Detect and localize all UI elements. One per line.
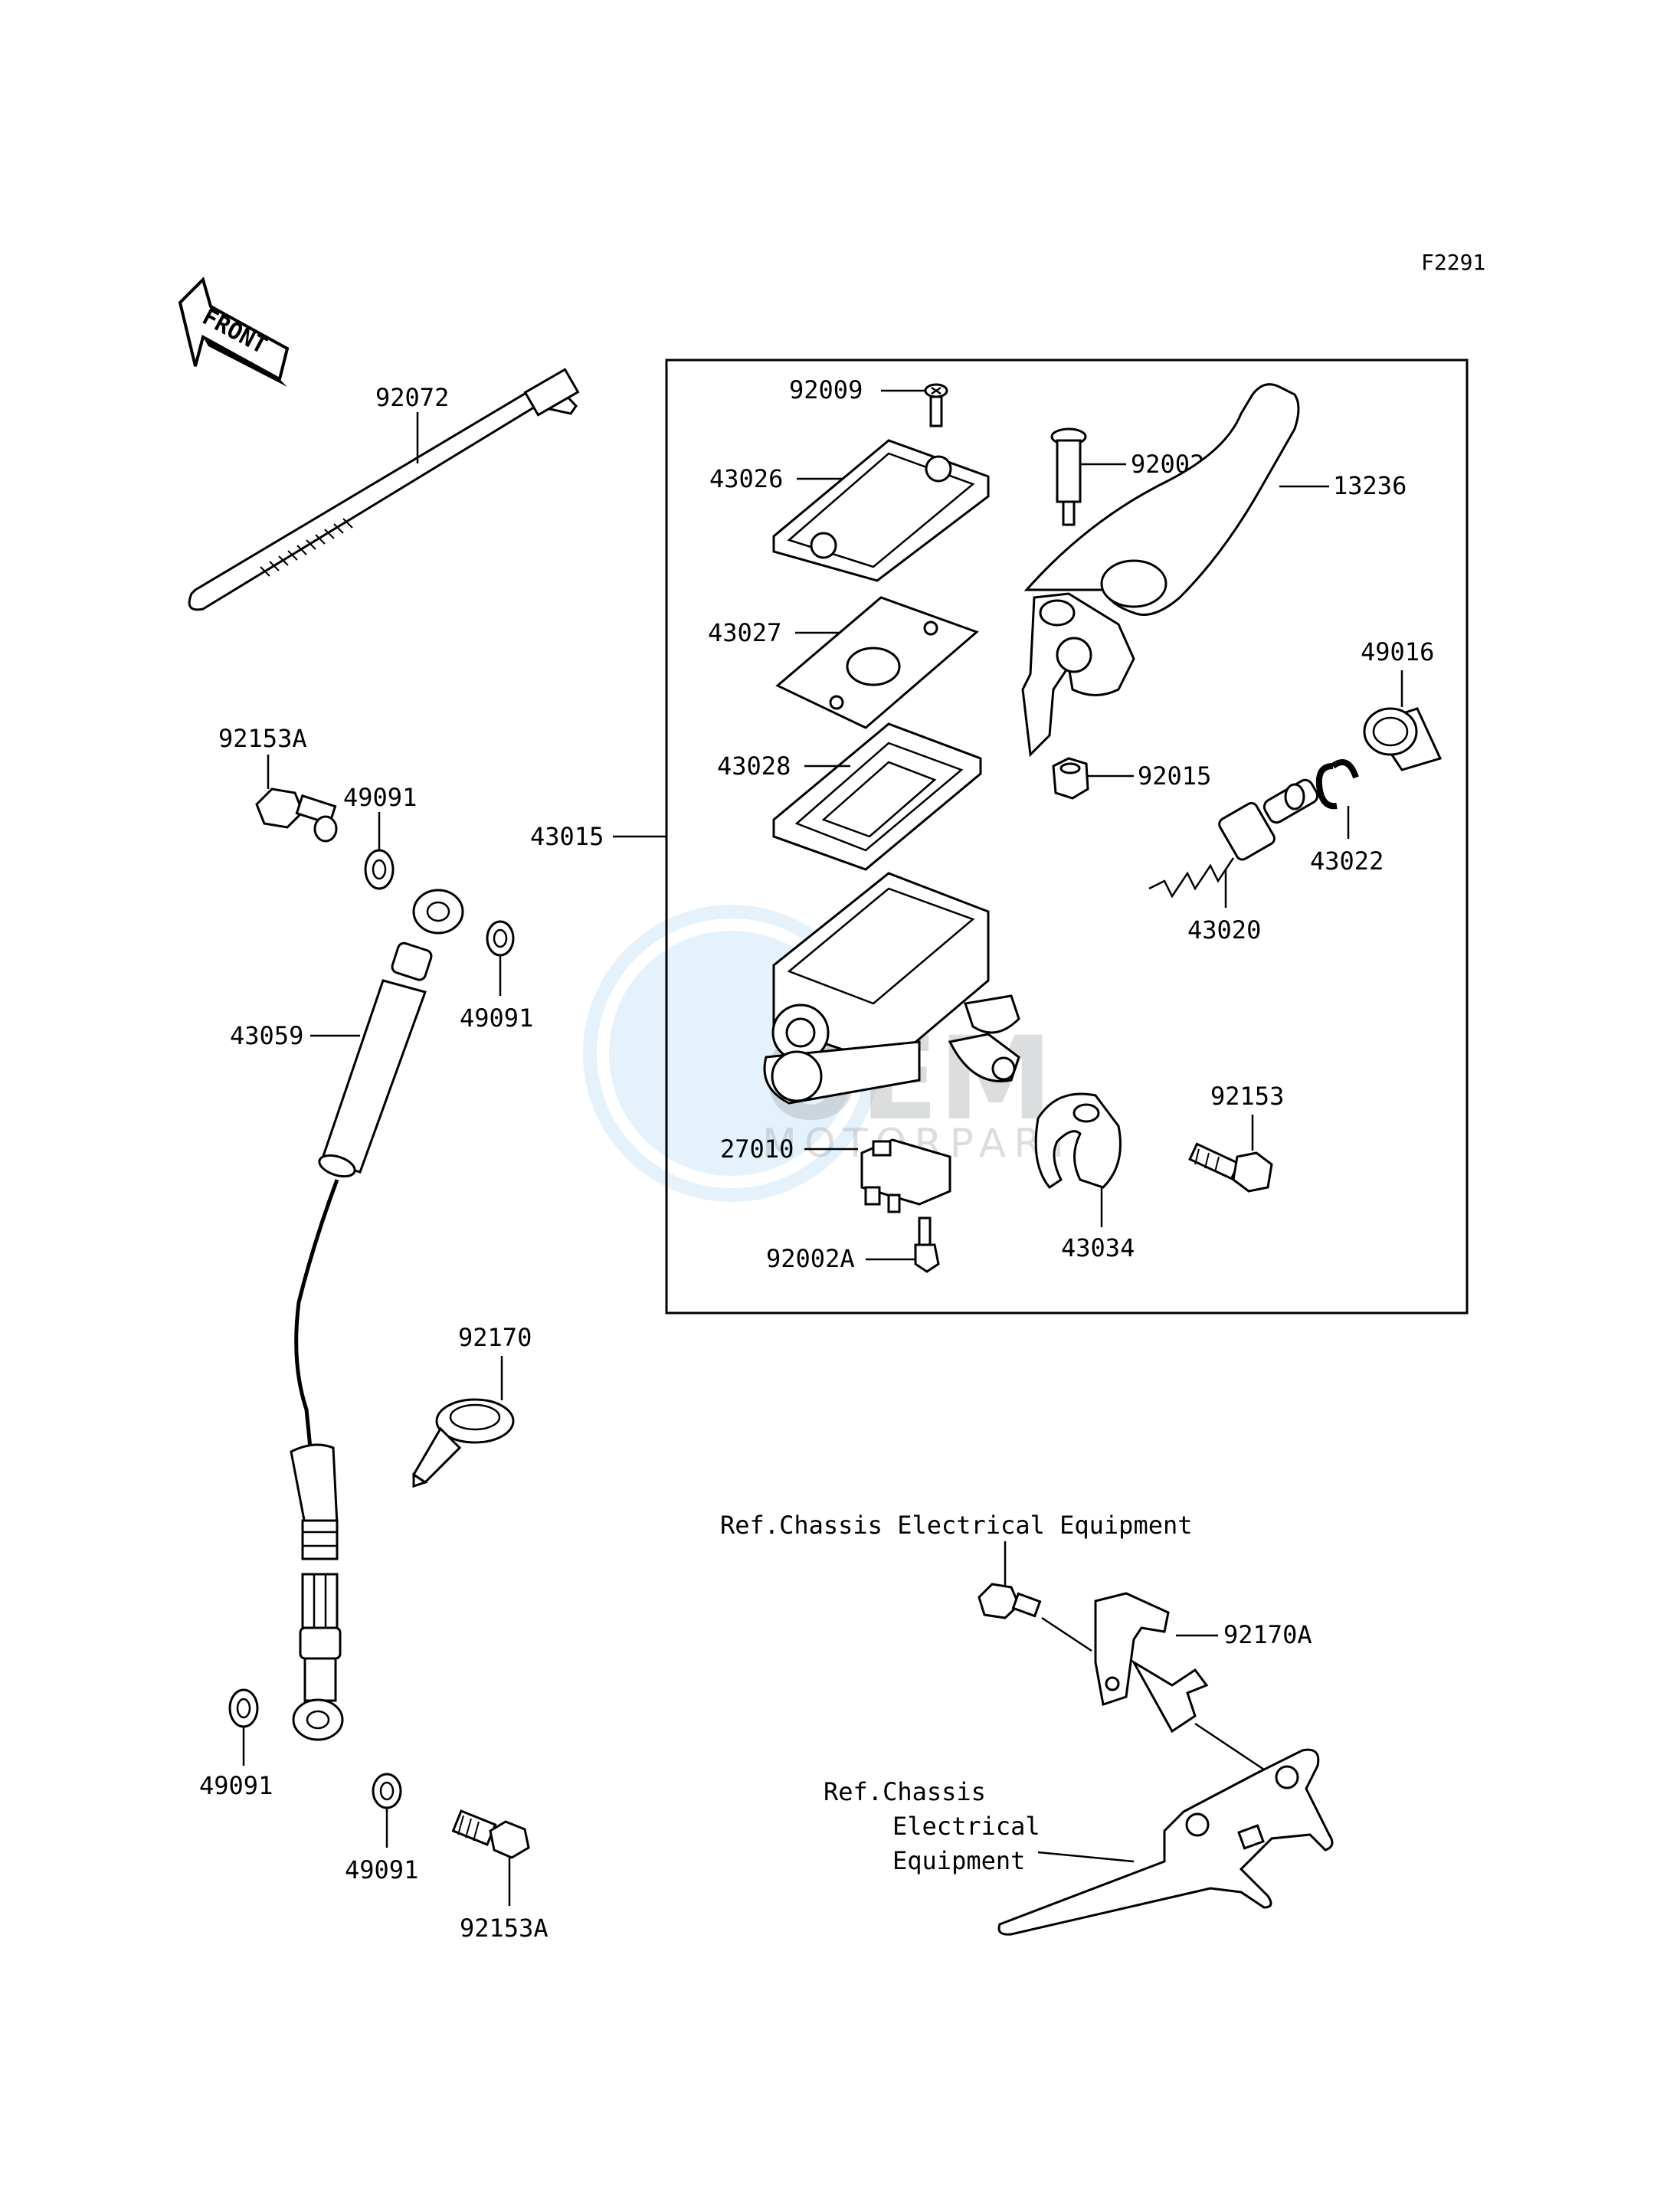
bracket-clamp xyxy=(1094,1592,1218,1734)
label-43028: 43028 xyxy=(717,751,791,781)
label-92170A: 92170A xyxy=(1223,1620,1312,1649)
reservoir-cap xyxy=(772,439,990,582)
reservoir-plate xyxy=(775,596,979,729)
label-43034: 43034 xyxy=(1061,1233,1135,1262)
cable-tie xyxy=(188,368,580,611)
label-92072: 92072 xyxy=(375,383,449,412)
reference-bottom-line3: Equipment xyxy=(892,1846,1025,1875)
label-49091-top-1: 49091 xyxy=(343,783,417,812)
label-92153A-top: 92153A xyxy=(218,724,307,753)
chassis-bracket xyxy=(997,1722,1334,1936)
master-cylinder-body xyxy=(763,872,1020,1105)
handlebar-holder xyxy=(1034,1092,1122,1227)
front-arrow-icon: FRONT xyxy=(178,277,290,387)
label-13236: 13236 xyxy=(1333,471,1407,500)
label-43020: 43020 xyxy=(1187,915,1261,945)
holder-bolt xyxy=(1188,1115,1273,1193)
label-49091-top-2: 49091 xyxy=(460,1004,533,1033)
label-92170: 92170 xyxy=(458,1323,532,1352)
label-92015: 92015 xyxy=(1138,761,1211,791)
dust-boot xyxy=(1363,670,1443,771)
reference-bottom-line2: Electrical xyxy=(892,1812,1040,1841)
washer-bottom-1 xyxy=(228,1688,259,1766)
washer-bottom-2 xyxy=(372,1773,402,1848)
label-43027: 43027 xyxy=(708,618,781,647)
label-49091-bottom-2: 49091 xyxy=(345,1855,418,1884)
washer-top-1 xyxy=(364,812,395,890)
lever-nut xyxy=(1052,757,1134,800)
label-43022: 43022 xyxy=(1310,846,1384,876)
washer-top-2 xyxy=(486,920,515,996)
reference-bottom-line1: Ref.Chassis xyxy=(824,1777,986,1806)
ref-bolt xyxy=(978,1541,1092,1652)
label-43026: 43026 xyxy=(709,464,783,493)
banjo-bolt-bottom xyxy=(451,1809,530,1906)
label-49016: 49016 xyxy=(1361,637,1434,666)
diaphragm xyxy=(772,722,982,871)
screw xyxy=(881,383,948,427)
circlip xyxy=(1315,759,1359,839)
label-27010: 27010 xyxy=(720,1135,794,1164)
piston-assembly xyxy=(1148,778,1319,908)
switch-screw xyxy=(866,1216,940,1273)
brake-switch xyxy=(804,1138,951,1213)
reference-top: Ref.Chassis Electrical Equipment xyxy=(720,1511,1193,1540)
label-92002A: 92002A xyxy=(766,1244,855,1273)
label-92153A-bottom: 92153A xyxy=(460,1914,549,1943)
label-43015: 43015 xyxy=(530,822,604,851)
banjo-bolt-top xyxy=(255,755,338,843)
hose-clamp xyxy=(411,1356,515,1488)
pivot-pin xyxy=(1050,427,1126,526)
label-92153: 92153 xyxy=(1210,1082,1284,1111)
label-92009: 92009 xyxy=(789,375,863,404)
label-43059: 43059 xyxy=(230,1021,303,1050)
brake-lever xyxy=(1021,383,1329,758)
brake-hose xyxy=(290,889,464,1741)
diagram-code: F2291 xyxy=(1421,250,1485,275)
label-49091-bottom-1: 49091 xyxy=(199,1771,273,1800)
